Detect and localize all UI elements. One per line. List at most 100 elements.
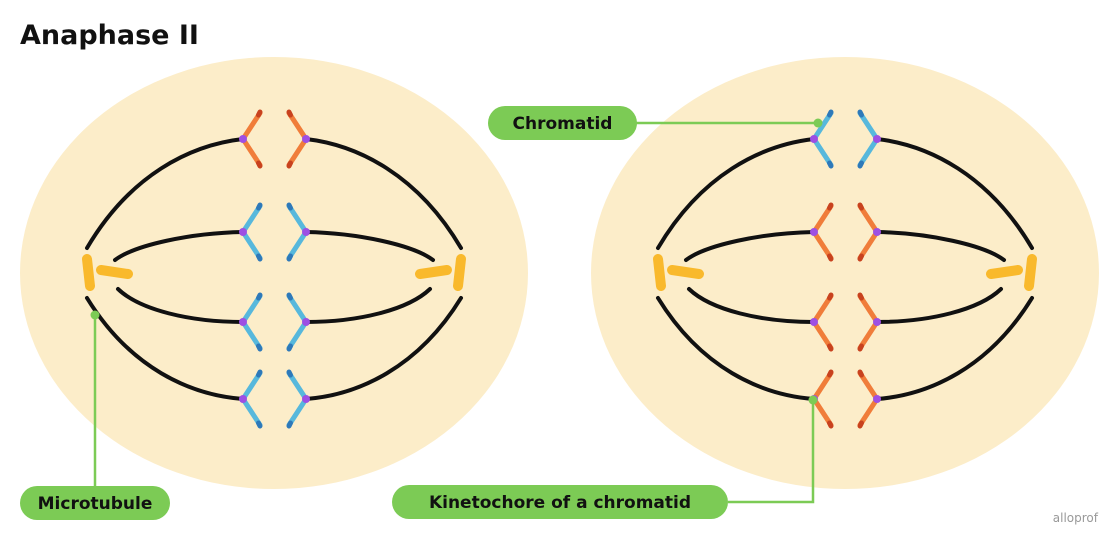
chromatid (810, 109, 834, 169)
chromatid-arm (857, 293, 880, 325)
kinetochore (239, 135, 247, 143)
label-microtubule-text: Microtubule (38, 494, 153, 514)
right-centrosomes (653, 254, 1037, 291)
kinetochore (239, 228, 247, 236)
centrosome (82, 254, 95, 291)
label-kinetochore: Kinetochore of a chromatid (392, 485, 728, 519)
chromatid-tip (827, 109, 834, 118)
diagram-title: Anaphase II (20, 20, 199, 51)
chromatid-tip (857, 253, 864, 262)
microtubule (85, 296, 245, 401)
chromatid (286, 109, 310, 169)
label-chromatid-text: Chromatid (513, 114, 613, 134)
chromatid-arm (811, 293, 834, 325)
chromatid-tip (256, 202, 263, 211)
chromatid-arm (286, 396, 309, 428)
centrosome (653, 254, 666, 291)
microtubule (684, 230, 816, 262)
chromatid-arm (240, 136, 263, 168)
microtubule (304, 230, 435, 262)
chromatid-arm (811, 319, 834, 351)
chromatid-tip (256, 343, 263, 352)
microtubule (304, 287, 432, 324)
chromatid-tip (286, 160, 293, 169)
microtubule (113, 230, 245, 262)
chromatid-tip (256, 292, 263, 301)
chromatid-tip (286, 109, 293, 118)
chromatid (286, 292, 310, 352)
chromatid-tip (256, 109, 263, 118)
microtubule (116, 287, 245, 324)
right-cell (591, 57, 1099, 489)
label-microtubule: Microtubule (20, 486, 170, 520)
chromatid (857, 292, 881, 352)
chromatid-arm (240, 203, 263, 235)
leader-dots (90, 118, 823, 405)
chromatid-arm (857, 203, 880, 235)
chromatid-arm (286, 203, 309, 235)
kinetochore (810, 318, 818, 326)
chromatid-tip (857, 292, 864, 301)
label-microtubule-bg (20, 486, 170, 520)
chromatid-tip (857, 160, 864, 169)
left-centrosomes (82, 254, 466, 291)
chromatid-arm (240, 370, 263, 402)
chromatid-arm (857, 370, 880, 402)
chromatid-arm (286, 110, 309, 142)
chromatid (857, 369, 881, 429)
chromatid (810, 292, 834, 352)
centrosome (96, 265, 133, 279)
microtubule (304, 296, 463, 401)
chromatid-arm (286, 319, 309, 351)
kinetochore (302, 228, 310, 236)
kinetochore (873, 395, 881, 403)
microtubule (656, 296, 816, 401)
chromatid-arm (286, 229, 309, 261)
chromatid-arm (240, 396, 263, 428)
chromatid-arm (240, 229, 263, 261)
chromatid-tip (256, 420, 263, 429)
microtubule (687, 287, 816, 324)
chromatid-arm (286, 370, 309, 402)
chromatid-tip (857, 202, 864, 211)
chromatid-tip (286, 202, 293, 211)
chromatid (857, 202, 881, 262)
chromatid (857, 109, 881, 169)
right-chromatids (810, 109, 881, 429)
microtubule (875, 230, 1006, 262)
chromatid-arm (240, 110, 263, 142)
chromatid (810, 202, 834, 262)
kinetochore (302, 135, 310, 143)
chromatid-arm (286, 293, 309, 325)
chromatid-tip (827, 343, 834, 352)
kinetochore (810, 135, 818, 143)
chromatid-arm (811, 110, 834, 142)
chromatid-tip (857, 420, 864, 429)
chromatid-arm (857, 396, 880, 428)
chromatid-tip (256, 160, 263, 169)
chromatid-arm (811, 396, 834, 428)
kinetochore (873, 135, 881, 143)
chromatid (239, 369, 263, 429)
chromatid-tip (827, 160, 834, 169)
chromatid-tip (827, 369, 834, 378)
chromatid (286, 369, 310, 429)
chromatid-tip (827, 202, 834, 211)
chromatid-tip (286, 292, 293, 301)
left-cell-body (20, 57, 528, 489)
chromatid-tip (256, 369, 263, 378)
centrosome (986, 265, 1023, 279)
chromatid-tip (857, 369, 864, 378)
chromatid-arm (240, 293, 263, 325)
kinetochore (239, 395, 247, 403)
left-chromatids (239, 109, 310, 429)
kinetochore (302, 318, 310, 326)
kinetochore (239, 318, 247, 326)
microtubule (875, 296, 1034, 401)
microtubule (304, 137, 463, 250)
kinetochore-leader-line (728, 401, 815, 504)
label-kinetochore-bg (392, 485, 728, 519)
chromatid-arm (240, 319, 263, 351)
centrosome (1024, 254, 1037, 291)
centrosome (667, 265, 704, 279)
